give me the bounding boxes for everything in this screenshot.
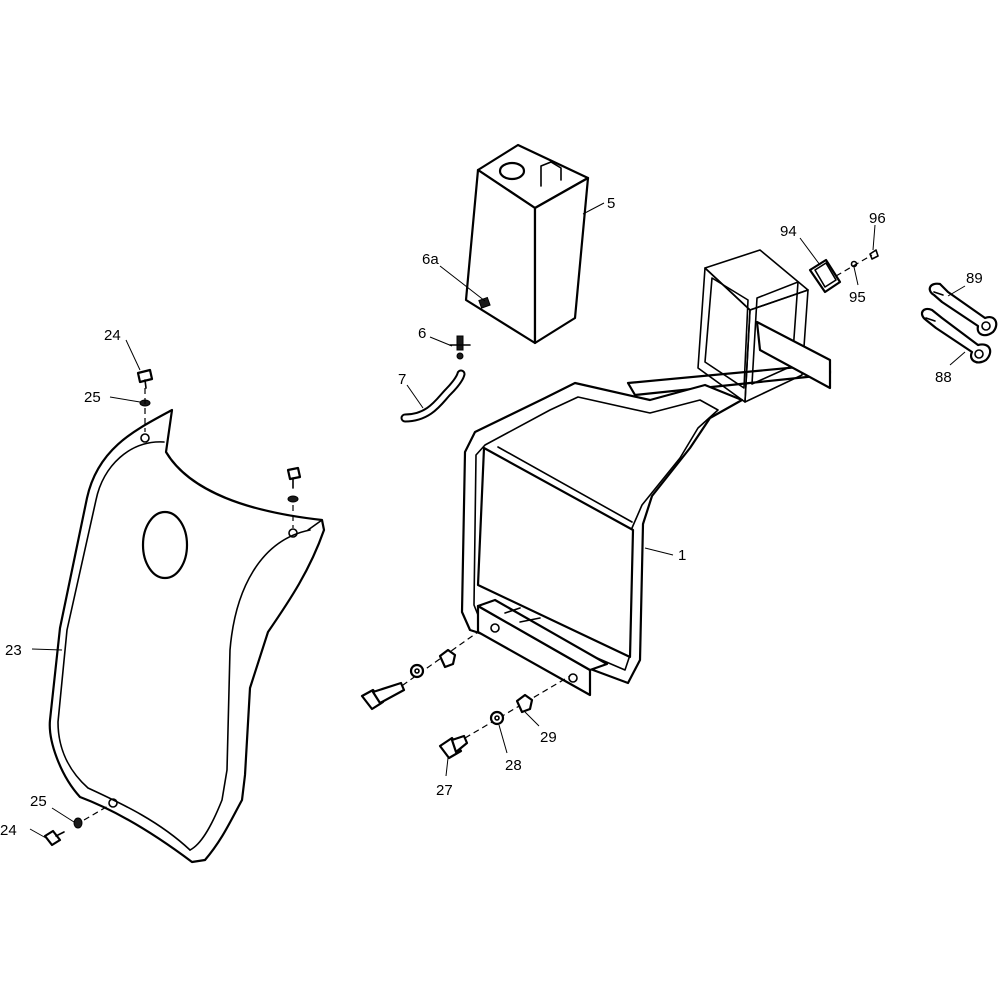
callout-1: 1 [678,547,686,564]
valve-part-6 [449,335,471,360]
callout-24-bottom: 24 [0,822,17,839]
wrench-part-89 [928,282,998,337]
tank-part-5 [464,143,590,345]
clamp-plate [476,598,609,697]
washer-part-25-bottom [73,817,83,829]
washer-part-95 [850,260,858,268]
callout-6a: 6a [422,251,439,268]
callout-5: 5 [607,195,615,212]
pad-part-94 [808,258,842,294]
callout-96: 96 [869,210,886,227]
callout-25-bottom: 25 [30,793,47,810]
wrench-part-88 [920,307,992,364]
callout-23: 23 [5,642,22,659]
screw-part-96 [869,249,879,260]
screw-part-24-bottom [43,829,65,847]
callout-27: 27 [436,782,453,799]
callout-25-top: 25 [84,389,101,406]
nut-part-29 [515,693,534,714]
callout-89: 89 [966,270,983,287]
callout-88: 88 [935,369,952,386]
lower-bolt-assembly [438,693,534,760]
washer-part-28 [489,710,505,726]
callout-94: 94 [780,223,797,240]
washer-cover-right [287,495,299,503]
leader-lines [29,202,966,839]
lower-bolt-axis [464,675,571,739]
hose-part-7 [400,369,466,423]
callout-95: 95 [849,289,866,306]
upper-bolt-assembly [360,648,457,711]
callout-24-top: 24 [104,327,121,344]
cover-part-23 [48,408,326,864]
callout-29: 29 [540,729,557,746]
screw-cover-right [286,466,302,489]
bottom-screw-axis [83,805,109,821]
screw-part-24-top [136,368,154,389]
frame-part-1 [460,249,832,685]
upper-bolt-axis [385,631,479,698]
callout-6: 6 [418,325,426,342]
callout-7: 7 [398,371,406,388]
callout-28: 28 [505,757,522,774]
pad-axis [835,254,873,277]
